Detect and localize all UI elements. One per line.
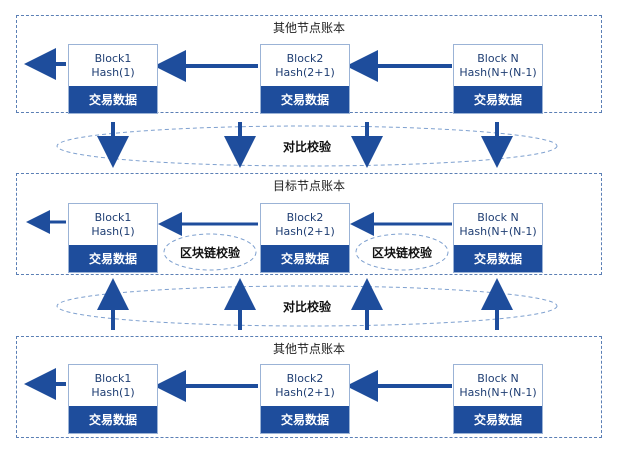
block-name: Block1 (94, 372, 132, 385)
block-name: Block2 (286, 52, 324, 65)
block-hash: Hash(1) (91, 386, 135, 399)
block-hash: Hash(N+(N-1) (459, 386, 537, 399)
block-hash: Hash(2+1) (275, 386, 335, 399)
block-data: 交易数据 (454, 406, 542, 433)
ledger-title: 其他节点账本 (272, 21, 345, 35)
ledger-other-bottom: 其他节点账本 (16, 336, 602, 438)
block-name: Block1 (94, 211, 132, 224)
block-2: Block2 Hash(2+1) 交易数据 (260, 203, 350, 273)
block-hash: Hash(2+1) (275, 225, 335, 238)
block-hash: Hash(N+(N-1) (459, 225, 537, 238)
chain-verify-ellipse (355, 233, 449, 271)
block-data: 交易数据 (69, 245, 157, 272)
block-data: 交易数据 (261, 86, 349, 113)
block-data: 交易数据 (261, 406, 349, 433)
compare-ellipse (56, 125, 558, 167)
block-name: Block1 (94, 52, 132, 65)
block-data: 交易数据 (454, 245, 542, 272)
block-n: Block N Hash(N+(N-1) 交易数据 (453, 364, 543, 434)
compare-label: 对比校验 (282, 300, 331, 314)
chain-verify-label: 区块链校验 (371, 246, 432, 260)
block-name: Block N (477, 372, 519, 385)
compare-label: 对比校验 (282, 140, 331, 154)
block-name: Block N (477, 52, 519, 65)
chain-verify-ellipse (163, 233, 257, 271)
block-n: Block N Hash(N+(N-1) 交易数据 (453, 203, 543, 273)
block-name: Block N (477, 211, 519, 224)
block-2: Block2 Hash(2+1) 交易数据 (260, 44, 350, 114)
ledger-title: 其他节点账本 (272, 342, 345, 356)
block-hash: Hash(1) (91, 225, 135, 238)
block-name: Block2 (286, 211, 324, 224)
ledger-title: 目标节点账本 (272, 179, 345, 193)
block-2: Block2 Hash(2+1) 交易数据 (260, 364, 350, 434)
block-1: Block1 Hash(1) 交易数据 (68, 44, 158, 114)
chain-verify-label: 区块链校验 (179, 246, 240, 260)
block-hash: Hash(1) (91, 66, 135, 79)
block-1: Block1 Hash(1) 交易数据 (68, 203, 158, 273)
block-data: 交易数据 (261, 245, 349, 272)
block-name: Block2 (286, 372, 324, 385)
block-data: 交易数据 (69, 86, 157, 113)
block-hash: Hash(2+1) (275, 66, 335, 79)
block-1: Block1 Hash(1) 交易数据 (68, 364, 158, 434)
block-data: 交易数据 (69, 406, 157, 433)
block-hash: Hash(N+(N-1) (459, 66, 537, 79)
block-data: 交易数据 (454, 86, 542, 113)
ledger-target: 目标节点账本 (16, 173, 602, 275)
compare-ellipse (56, 285, 558, 327)
block-n: Block N Hash(N+(N-1) 交易数据 (453, 44, 543, 114)
